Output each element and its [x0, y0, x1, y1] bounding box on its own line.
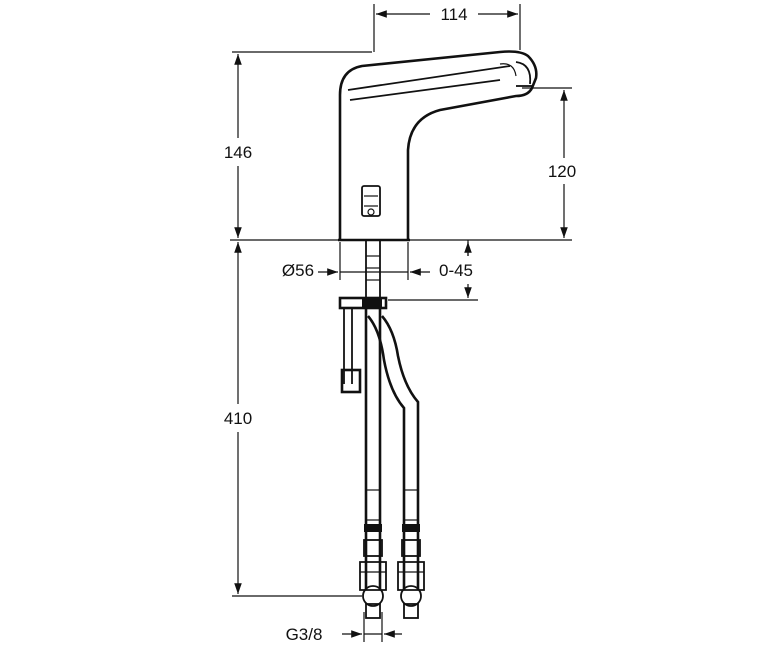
- fitting-left: [359, 524, 387, 619]
- dimension-120: 120: [522, 87, 586, 238]
- connection-fittings: [359, 524, 425, 619]
- dimension-label-114: 114: [440, 5, 467, 24]
- faucet-body: [338, 50, 538, 242]
- mounting-shank: [338, 239, 388, 394]
- dimension-0-45: 0-45: [388, 240, 478, 301]
- dimension-label-146: 146: [224, 143, 252, 162]
- dimension-diameter-56: Ø56: [282, 242, 430, 280]
- fitting-right: [397, 524, 425, 619]
- dimension-label-diameter: Ø56: [282, 261, 314, 280]
- dimension-label-410: 410: [224, 409, 252, 428]
- supply-hoses: [364, 308, 420, 590]
- dimension-label-120: 120: [548, 162, 576, 181]
- dimension-g3-8: G3/8: [286, 612, 402, 644]
- dimension-label-thread: G3/8: [286, 625, 323, 644]
- dimension-114: 114: [373, 4, 521, 52]
- sensor-window: [361, 185, 381, 217]
- dimension-label-0-45: 0-45: [439, 261, 473, 280]
- dimension-410: 410: [220, 242, 362, 597]
- dimension-146: 146: [222, 51, 372, 238]
